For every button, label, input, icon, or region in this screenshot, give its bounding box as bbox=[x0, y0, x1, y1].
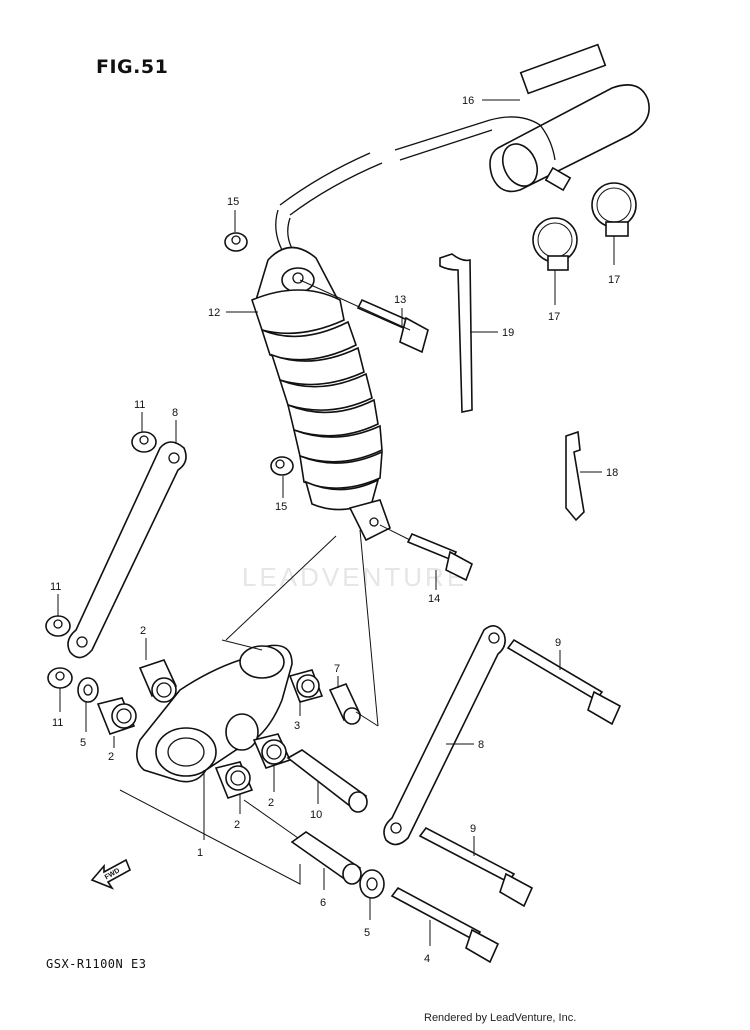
svg-text:11: 11 bbox=[134, 399, 145, 411]
svg-text:15: 15 bbox=[275, 501, 287, 513]
svg-text:15: 15 bbox=[227, 196, 239, 208]
lever-part-1[interactable] bbox=[136, 644, 293, 783]
svg-text:7: 7 bbox=[334, 663, 340, 675]
bolt-part-9b[interactable] bbox=[418, 826, 534, 908]
callout-11c: 11 bbox=[52, 688, 63, 729]
fwd-arrow-icon: FWD bbox=[90, 858, 132, 890]
svg-text:2: 2 bbox=[234, 819, 240, 831]
clamp-part-17b[interactable] bbox=[591, 182, 637, 237]
callout-3: 3 bbox=[294, 700, 301, 732]
model-code: GSX-R1100N E3 bbox=[46, 957, 147, 971]
callout-5a: 5 bbox=[80, 702, 87, 749]
washer-part-5a[interactable] bbox=[77, 677, 99, 703]
nut-part-15a[interactable] bbox=[224, 232, 248, 252]
svg-text:3: 3 bbox=[294, 720, 300, 732]
svg-text:12: 12 bbox=[208, 307, 220, 319]
svg-text:4: 4 bbox=[424, 953, 430, 965]
callout-7: 7 bbox=[334, 663, 340, 688]
bolt-part-14[interactable] bbox=[406, 532, 473, 582]
bolt-part-13[interactable] bbox=[356, 298, 429, 354]
bolt-part-4[interactable] bbox=[390, 886, 500, 964]
callout-15b: 15 bbox=[275, 476, 287, 513]
bearing-part-2c[interactable] bbox=[252, 733, 292, 769]
rod-part-8a[interactable] bbox=[67, 441, 187, 659]
svg-text:6: 6 bbox=[320, 897, 326, 909]
spacer-part-10[interactable] bbox=[286, 749, 368, 813]
callout-11a: 11 bbox=[134, 399, 145, 432]
svg-text:17: 17 bbox=[548, 311, 560, 323]
bearing-part-2b[interactable] bbox=[96, 697, 137, 735]
svg-text:8: 8 bbox=[172, 407, 178, 419]
svg-text:10: 10 bbox=[310, 809, 322, 821]
callout-6: 6 bbox=[320, 868, 326, 909]
callout-2c: 2 bbox=[268, 766, 275, 809]
bolt-part-9a[interactable] bbox=[506, 638, 622, 726]
callout-5b: 5 bbox=[364, 898, 371, 939]
bearing-part-3[interactable] bbox=[288, 669, 324, 703]
svg-text:14: 14 bbox=[428, 593, 440, 605]
svg-text:13: 13 bbox=[394, 294, 406, 306]
svg-text:19: 19 bbox=[502, 327, 514, 339]
svg-text:11: 11 bbox=[52, 717, 63, 729]
nut-part-15b[interactable] bbox=[270, 456, 294, 476]
callout-1: 1 bbox=[197, 770, 205, 859]
svg-text:18: 18 bbox=[606, 467, 618, 479]
callout-13: 13 bbox=[394, 294, 406, 328]
svg-text:2: 2 bbox=[140, 625, 146, 637]
reservoir-part-16[interactable] bbox=[275, 43, 650, 253]
svg-text:1: 1 bbox=[197, 847, 203, 859]
callout-14: 14 bbox=[428, 570, 440, 605]
svg-text:5: 5 bbox=[80, 737, 86, 749]
watermark: LEADVENTURE bbox=[242, 562, 468, 592]
callout-2d: 2 bbox=[234, 794, 241, 831]
clamp-part-17a[interactable] bbox=[532, 217, 578, 271]
bearing-part-2a[interactable] bbox=[138, 659, 178, 703]
svg-text:8: 8 bbox=[478, 739, 484, 751]
render-credit: Rendered by LeadVenture, Inc. bbox=[424, 1012, 577, 1024]
callout-17a: 17 bbox=[548, 270, 560, 323]
callout-16: 16 bbox=[462, 95, 520, 107]
callout-11b: 11 bbox=[50, 581, 61, 616]
callout-8b: 8 bbox=[446, 739, 484, 751]
nut-part-11b[interactable] bbox=[45, 615, 71, 637]
callout-2a: 2 bbox=[140, 625, 147, 660]
callout-15a: 15 bbox=[227, 196, 239, 232]
clip-part-18[interactable] bbox=[565, 430, 585, 522]
svg-text:11: 11 bbox=[50, 581, 61, 593]
callout-10: 10 bbox=[310, 782, 322, 821]
cable-tie-part-19[interactable] bbox=[439, 253, 473, 413]
nut-part-11c[interactable] bbox=[47, 667, 73, 689]
callout-19: 19 bbox=[470, 327, 514, 339]
svg-text:16: 16 bbox=[462, 95, 474, 107]
callout-17b: 17 bbox=[608, 236, 620, 286]
callout-9b: 9 bbox=[470, 823, 476, 856]
figure-title: FIG.51 bbox=[96, 56, 169, 78]
spacer-part-7[interactable] bbox=[328, 682, 362, 725]
svg-text:9: 9 bbox=[470, 823, 476, 835]
svg-text:2: 2 bbox=[268, 797, 274, 809]
callout-18: 18 bbox=[580, 467, 618, 479]
shock-absorber-part-12[interactable] bbox=[251, 246, 391, 542]
callout-12: 12 bbox=[208, 307, 258, 319]
svg-text:5: 5 bbox=[364, 927, 370, 939]
callout-8a: 8 bbox=[172, 407, 178, 444]
svg-text:2: 2 bbox=[108, 751, 114, 763]
callout-2b: 2 bbox=[108, 736, 115, 763]
bearing-part-2d[interactable] bbox=[214, 761, 254, 799]
callout-9a: 9 bbox=[555, 637, 561, 670]
callout-4: 4 bbox=[424, 920, 431, 965]
nut-part-11a[interactable] bbox=[131, 431, 157, 453]
svg-text:9: 9 bbox=[555, 637, 561, 649]
spacer-part-6[interactable] bbox=[290, 831, 362, 885]
washer-part-5b[interactable] bbox=[359, 869, 385, 899]
rod-part-8b[interactable] bbox=[383, 625, 506, 846]
svg-text:17: 17 bbox=[608, 274, 620, 286]
